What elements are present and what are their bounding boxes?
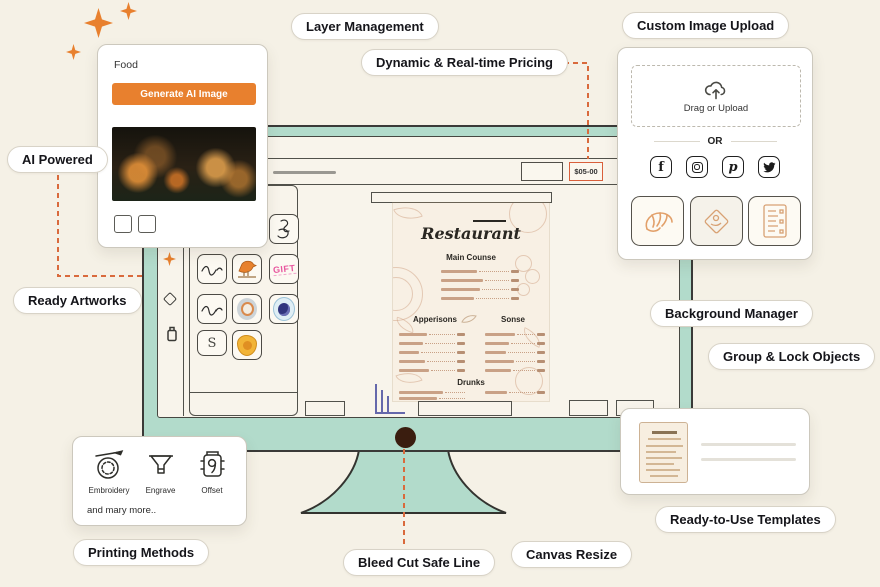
upload-dropzone[interactable]: Drag or Upload bbox=[631, 65, 801, 127]
gift-label: GIFT bbox=[272, 262, 296, 276]
upload-thumb-document[interactable] bbox=[748, 196, 801, 246]
artpanel-divider bbox=[190, 392, 297, 393]
monitor-power-dot bbox=[395, 427, 416, 448]
canvas-top-bar[interactable] bbox=[371, 192, 552, 203]
bottle-tool-icon[interactable] bbox=[166, 325, 178, 342]
shape-diamond-icon[interactable] bbox=[162, 291, 178, 307]
instagram-icon[interactable] bbox=[686, 156, 708, 178]
menu-main-heading: Main Counse bbox=[446, 253, 496, 262]
menu-canvas-document[interactable]: Restaurant Main Counse Apperisons Sonse bbox=[393, 203, 549, 401]
or-label: OR bbox=[707, 136, 723, 147]
pill-printing-methods[interactable]: Printing Methods bbox=[73, 539, 210, 566]
pinterest-icon[interactable]: p bbox=[722, 156, 744, 178]
menu-tomato-deco bbox=[515, 255, 532, 272]
pill-dynamic-pricing[interactable]: Dynamic & Real-time Pricing bbox=[361, 49, 568, 76]
croissant-line-art-icon bbox=[645, 212, 673, 232]
templates-card bbox=[620, 408, 810, 495]
canvas-bottom-box[interactable] bbox=[569, 400, 608, 416]
document-line-art-icon bbox=[762, 204, 787, 238]
canvas-bottom-box[interactable] bbox=[418, 401, 512, 416]
offset-icon bbox=[200, 451, 225, 477]
upload-thumb-pattern[interactable] bbox=[689, 196, 743, 246]
printing-more-text: and mary more.. bbox=[87, 505, 157, 516]
editor-titlebar bbox=[158, 137, 679, 159]
pill-ready-templates[interactable]: Ready-to-Use Templates bbox=[655, 506, 836, 533]
generated-food-image[interactable] bbox=[112, 127, 256, 201]
toolstrip-divider bbox=[183, 185, 184, 416]
menu-left-heading: Apperisons bbox=[412, 315, 457, 324]
toolbar-slider[interactable] bbox=[273, 171, 336, 174]
artwork-badge[interactable] bbox=[232, 294, 262, 324]
printing-method-label: Engrave bbox=[145, 486, 176, 495]
sparkle-icon bbox=[66, 44, 81, 60]
or-divider: OR bbox=[618, 136, 812, 147]
menu-title: Restaurant bbox=[421, 224, 521, 243]
artwork-letter-s[interactable]: S bbox=[197, 330, 227, 356]
pill-canvas-resize[interactable]: Canvas Resize bbox=[511, 541, 633, 568]
menu-right-heading: Sonse bbox=[500, 315, 525, 324]
menu-leaf-deco bbox=[393, 203, 423, 225]
pill-ai-powered[interactable]: AI Powered bbox=[7, 146, 108, 173]
menu-tomato-deco bbox=[525, 269, 540, 284]
ai-image-panel: Food Generate AI Image bbox=[97, 44, 268, 248]
bleed-corner-marks bbox=[387, 396, 405, 414]
embroidery-icon bbox=[95, 450, 124, 479]
ai-sparkle-icon[interactable] bbox=[163, 252, 176, 266]
pill-custom-image-upload[interactable]: Custom Image Upload bbox=[622, 12, 790, 39]
ai-option-checkbox[interactable] bbox=[114, 215, 132, 233]
twitter-icon[interactable] bbox=[758, 156, 780, 178]
drag-upload-label: Drag or Upload bbox=[683, 102, 749, 114]
menu-title-rule bbox=[473, 220, 506, 222]
facebook-icon[interactable]: f bbox=[650, 156, 672, 178]
menu-circle-deco bbox=[509, 203, 547, 233]
template-text-line bbox=[701, 443, 796, 446]
letter-s-label: S bbox=[207, 335, 217, 351]
toolbar-field[interactable] bbox=[521, 162, 563, 181]
custom-upload-panel: Drag or Upload OR f p bbox=[617, 47, 813, 260]
artwork-sketch-doodle[interactable] bbox=[269, 214, 299, 244]
sparkle-icon bbox=[84, 8, 113, 38]
diamond-line-art-icon bbox=[704, 209, 729, 234]
artwork-duck-emblem[interactable] bbox=[232, 330, 262, 360]
artwork-script-logo[interactable] bbox=[197, 254, 227, 284]
upload-thumb-croissant[interactable] bbox=[631, 196, 684, 246]
upload-cloud-icon bbox=[704, 81, 726, 99]
printing-methods-card: Embroidery Engrave Offset bbox=[72, 436, 247, 526]
menu-leaf-icon bbox=[461, 315, 477, 323]
pill-layer-management[interactable]: Layer Management bbox=[291, 13, 439, 40]
generate-ai-image-button[interactable]: Generate AI Image bbox=[112, 83, 256, 105]
ai-option-checkbox[interactable] bbox=[138, 215, 156, 233]
pill-ready-artworks[interactable]: Ready Artworks bbox=[13, 287, 142, 314]
artwork-blue-ball[interactable] bbox=[269, 294, 299, 324]
pill-background-manager[interactable]: Background Manager bbox=[650, 300, 813, 327]
pill-group-lock[interactable]: Group & Lock Objects bbox=[708, 343, 876, 370]
editor-toolbar bbox=[158, 159, 679, 185]
printing-method-label: Offset bbox=[201, 486, 223, 495]
printing-method-label: Embroidery bbox=[88, 486, 130, 495]
menu-bottom-heading: Drunks bbox=[457, 378, 485, 387]
canvas-bottom-box[interactable] bbox=[305, 401, 345, 416]
artwork-gift-text[interactable]: GIFT bbox=[269, 254, 299, 284]
template-thumbnail[interactable] bbox=[639, 422, 688, 483]
sparkle-icon bbox=[120, 2, 137, 20]
artwork-bird[interactable] bbox=[232, 254, 262, 284]
engrave-icon bbox=[148, 455, 173, 474]
template-text-line bbox=[701, 458, 796, 461]
price-tag[interactable]: $05-00 bbox=[569, 162, 603, 181]
menu-circle-deco bbox=[515, 367, 543, 395]
ai-category-label: Food bbox=[114, 59, 138, 71]
artwork-script-logo[interactable] bbox=[197, 294, 227, 324]
monitor-stand bbox=[300, 449, 507, 514]
pill-bleed-cut[interactable]: Bleed Cut Safe Line bbox=[343, 549, 496, 576]
menu-leaf-deco bbox=[519, 326, 545, 349]
